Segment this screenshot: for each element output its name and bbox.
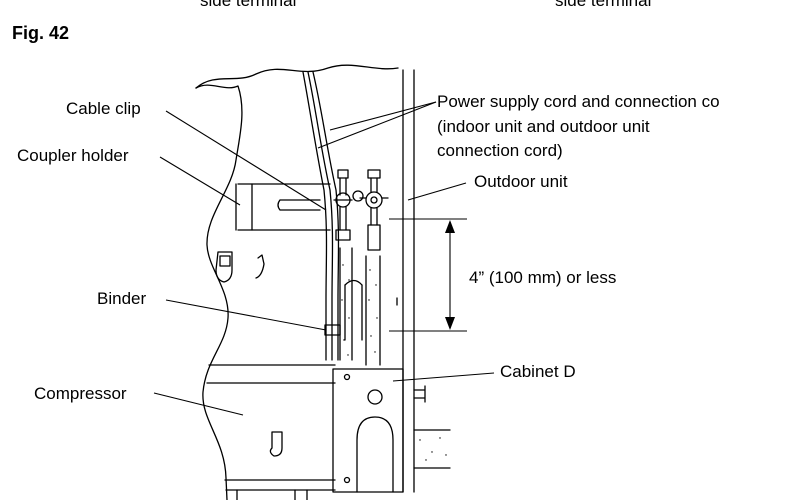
header-fragment-right: side terminal (555, 0, 652, 10)
leader-outdoor-unit (407, 182, 467, 201)
dimension-arrow-top (445, 220, 455, 233)
service-valve-right (367, 169, 381, 179)
label-power-cord-line1: Power supply cord and connection co (437, 92, 720, 111)
label-cabinet-d: Cabinet D (500, 362, 576, 381)
terminal-hook-1 (215, 251, 233, 283)
compressor-outline (195, 84, 243, 500)
leader-power-cord-1 (317, 101, 437, 149)
binder-clamp (324, 324, 341, 336)
dimension-arrow-bottom (445, 317, 455, 330)
label-power-cord-line3: connection cord) (437, 141, 563, 160)
cabinet-d-outline (332, 368, 404, 493)
leader-binder (165, 299, 327, 331)
leader-cabinet-d (392, 372, 495, 382)
label-power-cord-line2: (indoor unit and outdoor unit (437, 117, 650, 136)
label-coupler-holder: Coupler holder (17, 146, 129, 165)
leader-coupler-holder (159, 156, 241, 206)
label-cable-clip: Cable clip (66, 99, 141, 118)
label-binder: Binder (97, 289, 147, 308)
label-distance: 4” (100 mm) or less (469, 268, 617, 287)
label-outdoor-unit: Outdoor unit (474, 172, 568, 191)
header-fragment-left: side terminal (200, 0, 297, 10)
leader-compressor (153, 392, 244, 416)
figure-label: Fig. 42 (12, 23, 70, 43)
leader-cable-clip (165, 110, 327, 211)
power-supply-cord (302, 71, 328, 361)
label-compressor: Compressor (34, 384, 127, 403)
leader-power-cord-2 (329, 101, 437, 131)
service-valve-left (337, 169, 349, 179)
